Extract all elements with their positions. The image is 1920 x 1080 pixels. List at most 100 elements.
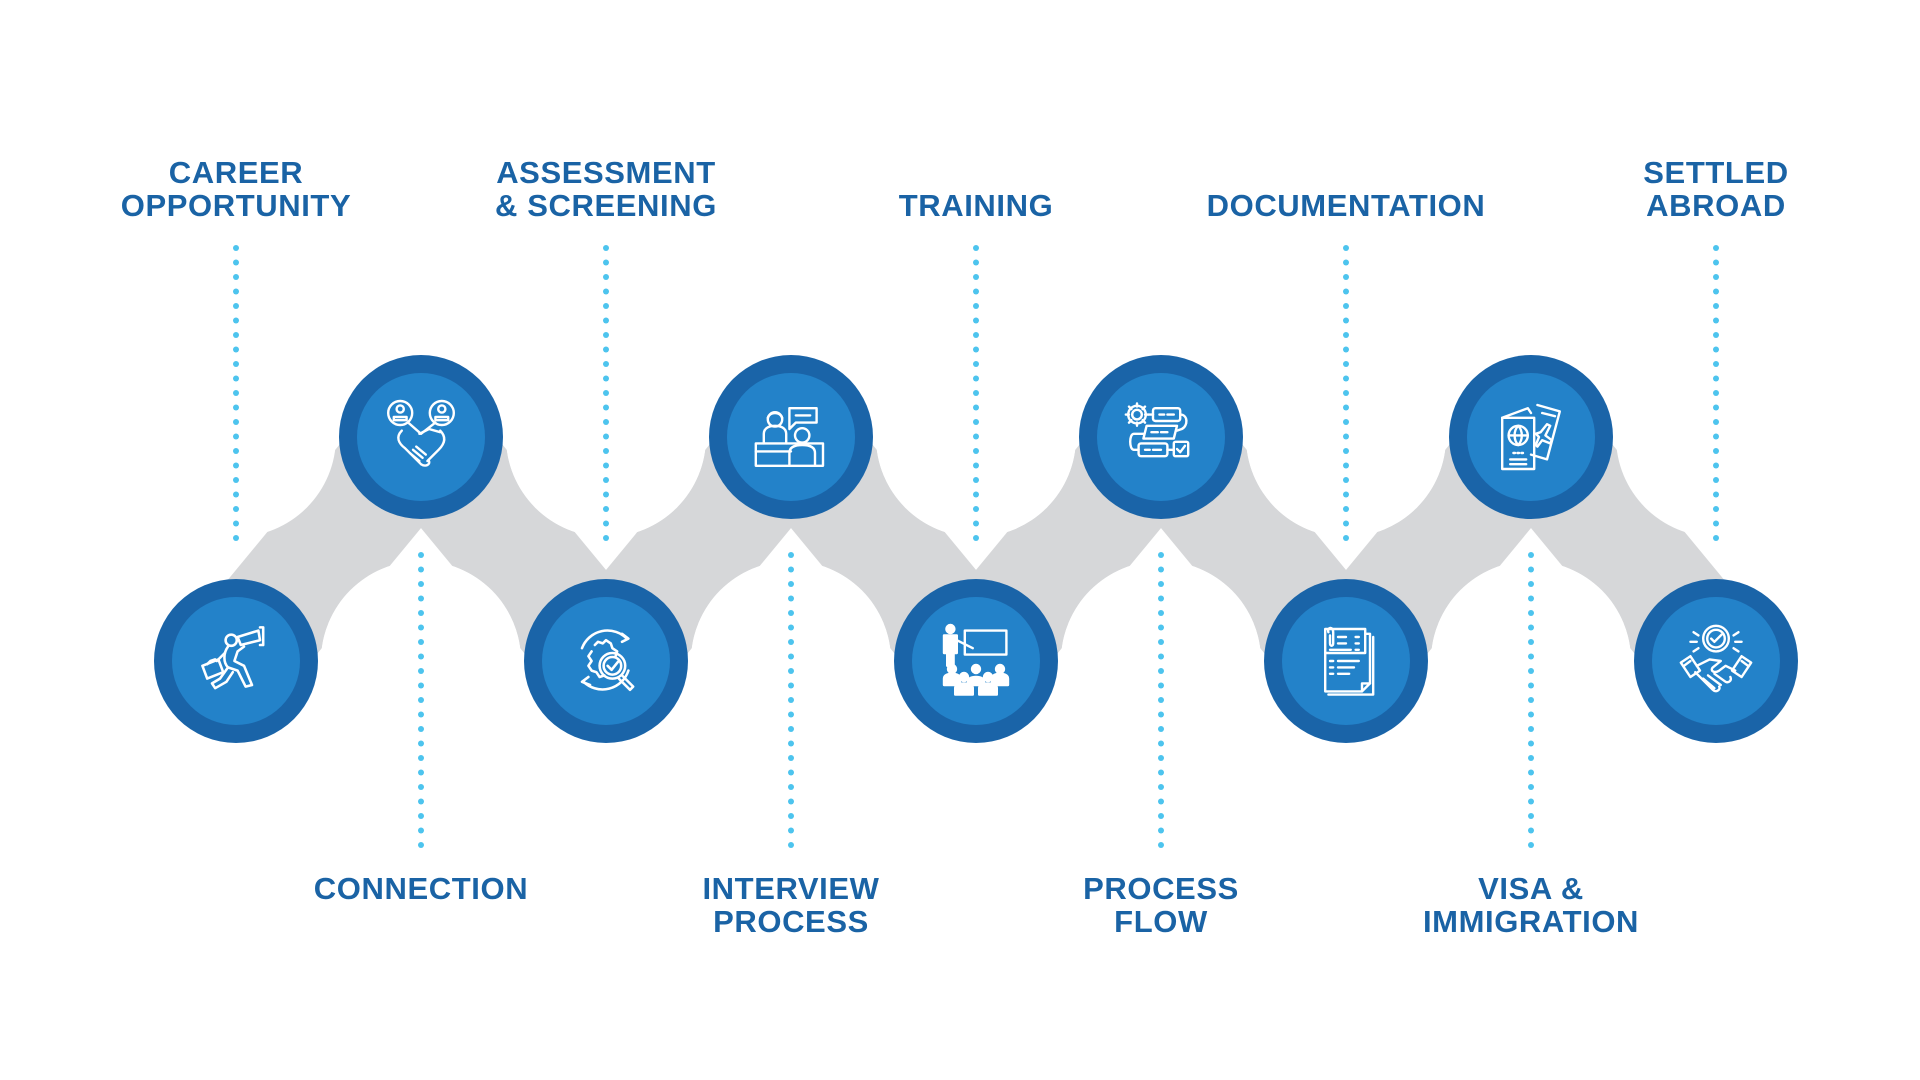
leader-dot	[788, 813, 794, 819]
leader-dot	[1158, 784, 1164, 790]
leader-dot	[1343, 477, 1349, 483]
leader-dot	[1343, 332, 1349, 338]
step-node-9	[1634, 579, 1798, 743]
leader-dot	[1528, 668, 1534, 674]
leader-dot	[603, 520, 609, 527]
leader-dot	[788, 842, 794, 848]
leader-dot	[1528, 740, 1534, 747]
step-node-2	[339, 355, 503, 519]
leader-dot	[788, 610, 794, 616]
leader-dot	[1158, 581, 1164, 587]
leader-dot	[788, 668, 794, 674]
leader-dot	[233, 303, 239, 309]
step-node-5	[894, 579, 1058, 743]
leader-dot	[418, 682, 424, 689]
leader-dot	[788, 769, 794, 776]
leader-dot	[1528, 813, 1534, 819]
leader-dot	[788, 624, 794, 631]
step-label-line: IMMIGRATION	[1422, 904, 1640, 939]
dotted-leader	[603, 245, 609, 541]
leader-dot	[788, 653, 794, 660]
leader-dot	[1528, 711, 1534, 718]
step-label-line: PROCESS	[713, 904, 869, 939]
leader-dot	[418, 552, 424, 558]
step-node-1	[154, 579, 318, 743]
leader-dot	[973, 274, 979, 280]
leader-dot	[233, 317, 239, 324]
leader-dot	[1713, 288, 1719, 295]
leader-dot	[1713, 332, 1719, 338]
leader-dot	[233, 462, 239, 469]
leader-dot	[418, 827, 424, 834]
leader-dot	[1343, 419, 1349, 425]
leader-dot	[1528, 610, 1534, 616]
connector-cutout	[1061, 561, 1261, 761]
leader-dot	[418, 624, 424, 631]
leader-dot	[973, 448, 979, 454]
dotted-leader	[233, 245, 239, 541]
step-label-2: CONNECTION	[261, 872, 581, 905]
leader-dot	[418, 610, 424, 616]
leader-dot	[1343, 303, 1349, 309]
step-label-line: FLOW	[1114, 904, 1208, 939]
dotted-leaders	[233, 245, 1719, 848]
leader-dot	[603, 404, 609, 411]
leader-dot	[1713, 477, 1719, 483]
leader-dot	[973, 288, 979, 295]
leader-dot	[233, 245, 239, 251]
leader-dot	[1343, 520, 1349, 527]
leader-dot	[788, 711, 794, 718]
leader-dot	[1713, 448, 1719, 454]
leader-dot	[1158, 624, 1164, 631]
step-label-line: ABROAD	[1646, 188, 1786, 223]
leader-dot	[1528, 798, 1534, 805]
leader-dot	[1528, 581, 1534, 587]
leader-dot	[1528, 595, 1534, 602]
step-node-8	[1449, 355, 1613, 519]
leader-dot	[603, 535, 609, 541]
leader-dot	[603, 361, 609, 367]
connector-cutout	[691, 561, 891, 761]
leader-dot	[418, 813, 424, 819]
leader-dot	[1343, 361, 1349, 367]
leader-dot	[973, 390, 979, 396]
leader-dot	[1343, 404, 1349, 411]
leader-dot	[1713, 462, 1719, 469]
leader-dot	[1343, 390, 1349, 396]
leader-dot	[418, 595, 424, 602]
leader-dot	[1343, 245, 1349, 251]
leader-dot	[973, 419, 979, 425]
leader-dot	[233, 448, 239, 454]
leader-dot	[1713, 433, 1719, 440]
leader-dot	[1528, 842, 1534, 848]
leader-dot	[788, 697, 794, 703]
leader-dot	[418, 653, 424, 660]
leader-dot	[973, 404, 979, 411]
leader-dot	[233, 332, 239, 338]
leader-dot	[1343, 346, 1349, 353]
node-inner-disc	[912, 597, 1040, 725]
leader-dot	[1528, 552, 1534, 558]
leader-dot	[233, 491, 239, 498]
leader-dot	[603, 375, 609, 382]
leader-dot	[973, 506, 979, 512]
leader-dot	[788, 726, 794, 732]
leader-dot	[1713, 491, 1719, 498]
leader-dot	[603, 346, 609, 353]
leader-dot	[418, 566, 424, 573]
leader-dot	[1713, 520, 1719, 527]
leader-dot	[1343, 375, 1349, 382]
leader-dot	[1158, 813, 1164, 819]
leader-dot	[788, 566, 794, 573]
leader-dot	[603, 390, 609, 396]
leader-dot	[603, 245, 609, 251]
leader-dot	[1528, 784, 1534, 790]
step-node-4	[709, 355, 873, 519]
leader-dot	[973, 477, 979, 483]
leader-dot	[1528, 726, 1534, 732]
leader-dot	[233, 274, 239, 280]
leader-dot	[1343, 259, 1349, 266]
connector-cutout	[1431, 561, 1631, 761]
